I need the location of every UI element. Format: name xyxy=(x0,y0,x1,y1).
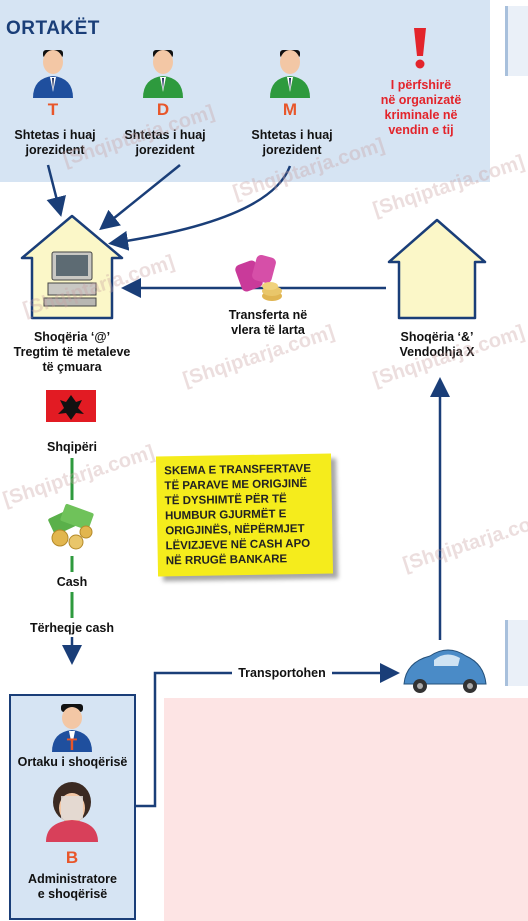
cash-label: Cash xyxy=(56,575,88,589)
withdraw-label: Tërheqje cash xyxy=(29,621,115,635)
blank-panel xyxy=(164,698,528,921)
partners-panel xyxy=(0,0,490,182)
side-decoration xyxy=(505,620,528,686)
staff-b-letter: B xyxy=(65,848,79,867)
person-m-letter: M xyxy=(282,100,298,119)
car-icon xyxy=(403,649,487,693)
transport-label: Transportohen xyxy=(238,666,326,680)
administrator-b-icon xyxy=(46,782,98,842)
person-m-icon xyxy=(270,50,310,98)
criminal-note: I përfshirë në organizatë kriminale në v… xyxy=(380,78,462,137)
computer-icon xyxy=(43,251,97,307)
house-amp-icon xyxy=(387,218,487,320)
country-label: Shqipëri xyxy=(46,440,97,454)
side-decoration xyxy=(505,6,528,76)
partners-title: ORTAKËT xyxy=(6,18,100,39)
partner-t-icon xyxy=(52,704,92,752)
staff-t-letter: T xyxy=(66,735,78,754)
person-t-icon xyxy=(33,50,73,98)
cash-icon xyxy=(48,503,94,550)
warning-icon xyxy=(414,28,426,69)
scheme-note: SKEMA E TRANSFERTAVE TË PARAVE ME ORIGJI… xyxy=(155,453,334,577)
person-d-letter: D xyxy=(156,100,170,119)
company-amp-label: Shoqëria ‘&’Vendodhja X xyxy=(399,330,475,359)
staff-graphics xyxy=(46,704,98,842)
person-t-letter: T xyxy=(47,100,59,119)
albania-flag-icon xyxy=(46,390,96,422)
person-d-icon xyxy=(143,50,183,98)
scheme-note-text: SKEMA E TRANSFERTAVE TË PARAVE ME ORIGJI… xyxy=(164,462,312,568)
money-bag-icon xyxy=(235,254,282,301)
staff-t-label: Ortaku i shoqërisë xyxy=(17,755,128,769)
